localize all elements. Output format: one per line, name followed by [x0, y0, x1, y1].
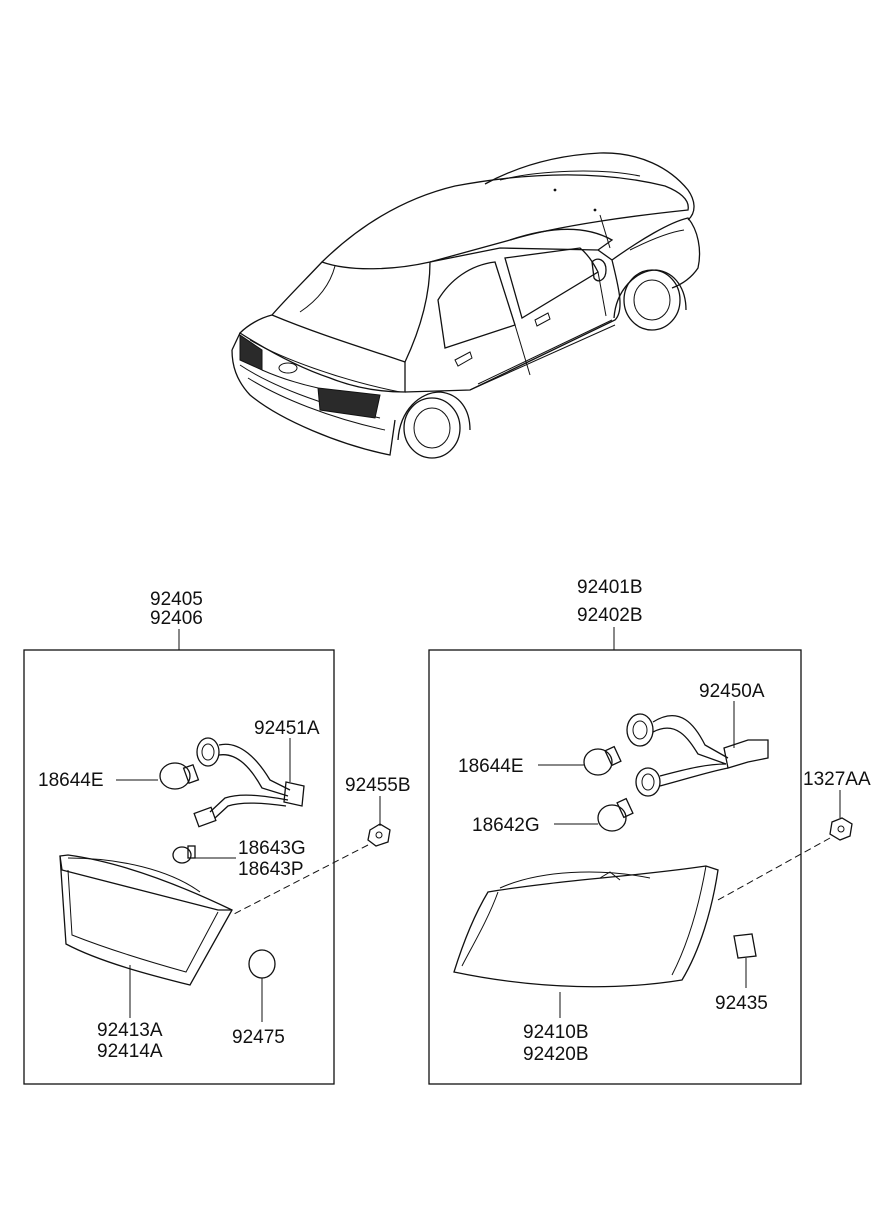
tail-light-right-dark — [317, 387, 381, 419]
label-right-assembly-1: 92401B — [577, 577, 643, 598]
left-lens-part — [59, 854, 233, 986]
left-cap-part — [248, 949, 276, 979]
left-assembly-box — [23, 649, 335, 1085]
label-left-clip: 92455B — [345, 775, 411, 796]
label-right-assembly-2: 92402B — [577, 605, 643, 626]
label-right-socket-wiring: 92450A — [699, 681, 765, 702]
right-assembly-box — [428, 649, 802, 1085]
right-socket-wiring-part — [626, 713, 769, 797]
car-illustration — [231, 152, 701, 459]
label-right-pad: 92435 — [715, 993, 768, 1014]
left-clip-part — [367, 823, 391, 847]
label-left-assembly-2: 92406 — [150, 608, 203, 629]
label-right-lens-2: 92420B — [523, 1044, 589, 1065]
label-left-assembly-1: 92405 — [150, 589, 203, 610]
right-bulb-1-part — [583, 745, 622, 776]
label-left-bulb-large: 18644E — [38, 770, 104, 791]
label-left-bulb-small-2: 18643P — [238, 859, 304, 880]
label-left-cap: 92475 — [232, 1027, 285, 1048]
label-left-bulb-small-1: 18643G — [238, 838, 306, 859]
right-bulb-2-part — [597, 797, 634, 832]
label-left-lens-1: 92413A — [97, 1020, 163, 1041]
left-bulb-small-part — [172, 845, 196, 864]
label-left-socket-wiring: 92451A — [254, 718, 320, 739]
right-assembly-group: 92401B 92402B 92450A 18644E 18642G — [428, 577, 871, 1085]
label-left-lens-2: 92414A — [97, 1041, 163, 1062]
right-clip-part — [829, 817, 853, 841]
left-bulb-large-part — [159, 762, 200, 790]
left-assembly-group: 92405 92406 92451A 18644E 18643G 18643P — [23, 589, 411, 1085]
label-right-clip: 1327AA — [803, 769, 871, 790]
left-socket-wiring-part — [193, 737, 305, 828]
label-right-lens-1: 92410B — [523, 1022, 589, 1043]
right-pad-part — [733, 933, 757, 959]
label-right-bulb-2: 18642G — [472, 815, 540, 836]
label-right-bulb-1: 18644E — [458, 756, 524, 777]
right-lens-part — [453, 865, 719, 988]
